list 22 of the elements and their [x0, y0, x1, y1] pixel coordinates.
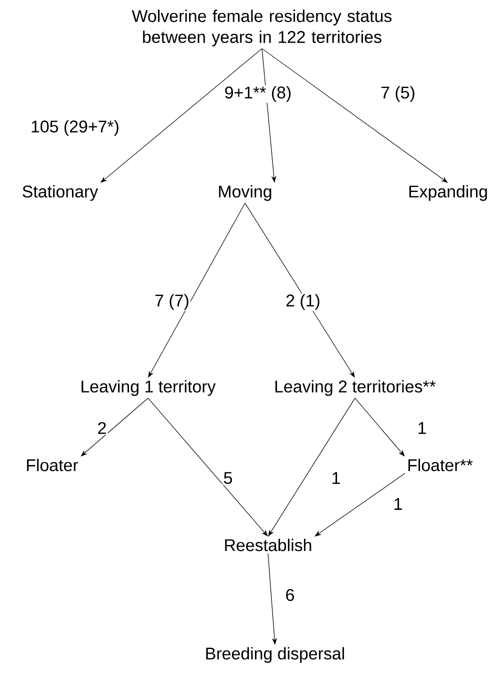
- node-label: Floater**: [408, 458, 473, 472]
- edge-label: 9+1** (8): [223, 85, 293, 103]
- edge-label: 7 (7): [154, 293, 190, 311]
- edge-label: 6: [284, 588, 296, 602]
- node-label: Expanding: [409, 185, 487, 201]
- edge-label: 1: [330, 471, 342, 485]
- node-label: Leaving 2 territories**: [275, 380, 436, 396]
- edge-label: 5: [222, 471, 234, 485]
- arrow: [262, 48, 448, 183]
- edge-label: 105 (29+7*): [30, 119, 120, 137]
- node-label: Reestablish: [225, 538, 312, 552]
- edge-label: 7 (5): [380, 85, 416, 103]
- node-label: Floater: [27, 458, 78, 472]
- node-label: Breeding dispersal: [206, 647, 344, 663]
- title-text: Wolverine female residency status between years in 122 territories: [132, 10, 392, 46]
- node-label: Stationary: [22, 185, 98, 201]
- edge-label: 2 (1): [284, 293, 322, 311]
- node-label: Moving: [219, 185, 272, 201]
- node-label: Leaving 1 territory: [82, 380, 216, 396]
- edge-label: 1: [416, 421, 428, 435]
- edge-label: 1: [392, 497, 404, 511]
- edge-label: 2: [96, 421, 108, 435]
